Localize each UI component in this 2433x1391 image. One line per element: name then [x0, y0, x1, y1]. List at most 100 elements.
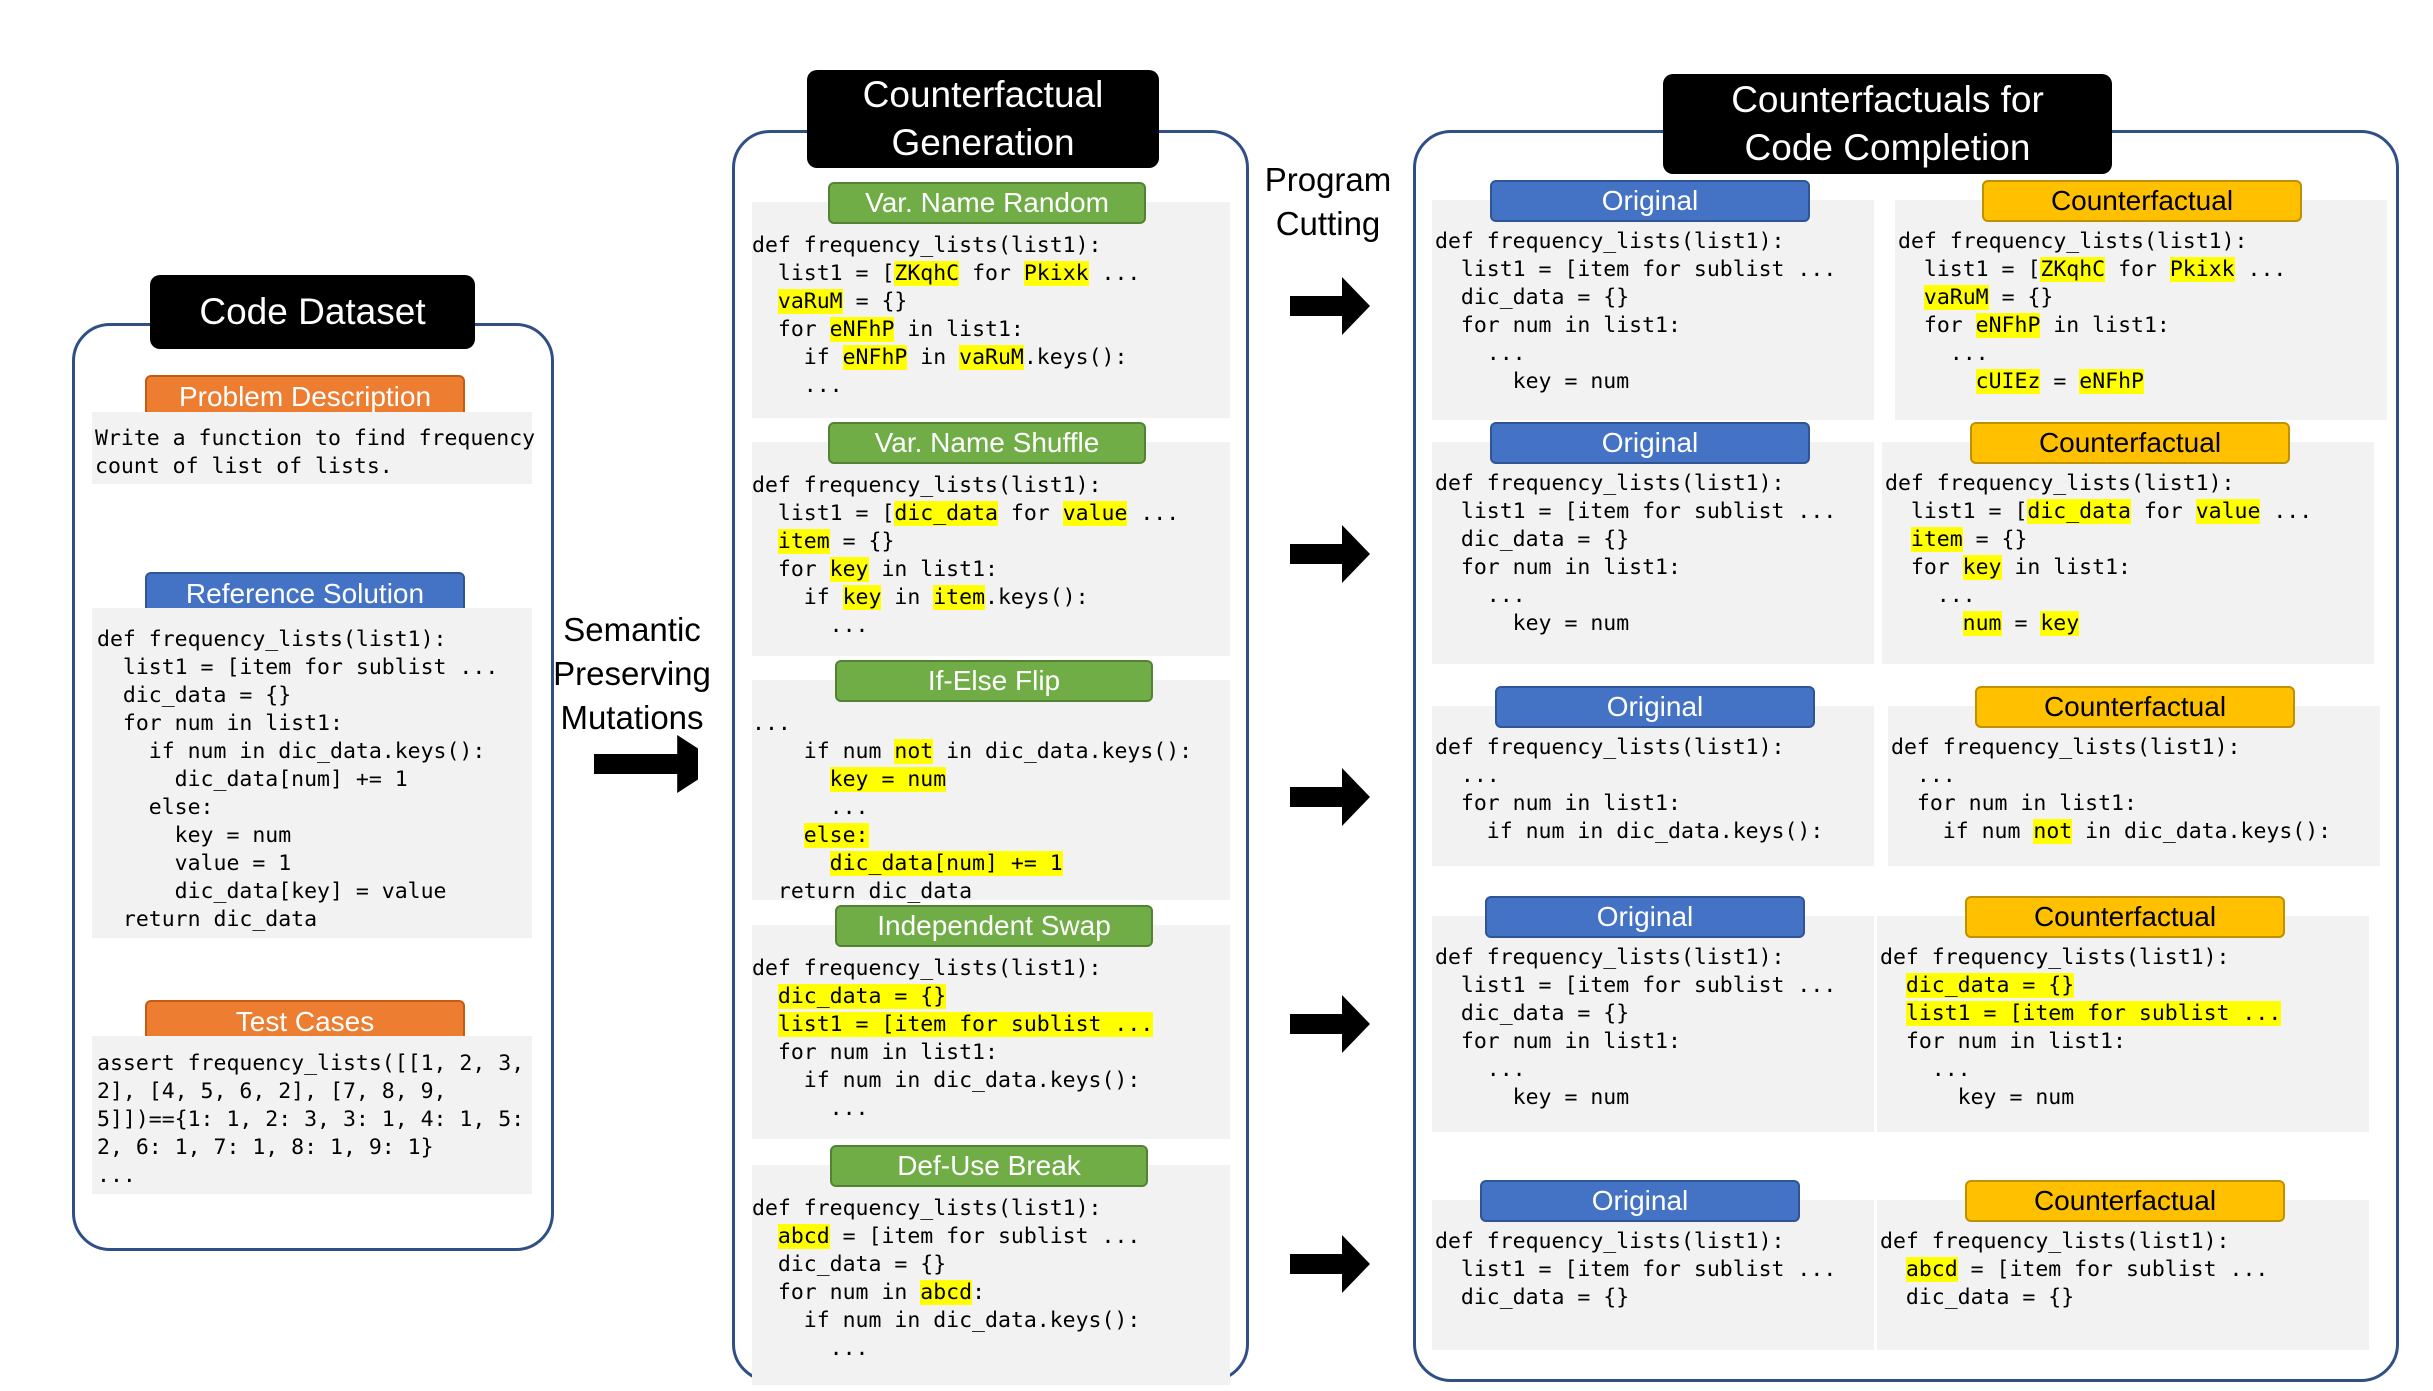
code-line: vaRuM = {}: [752, 288, 1140, 316]
highlighted-token: dic_data[num] += 1: [829, 851, 1063, 876]
mutation-label-5: Def-Use Break: [830, 1145, 1148, 1187]
mutation-code: def frequency_lists(list1): dic_data = {…: [752, 955, 1154, 1123]
counterfactual-label: Counterfactual: [1970, 422, 2290, 464]
highlighted-token: abcd: [1905, 1257, 1958, 1282]
code-token: key = num: [1435, 611, 1630, 636]
code-token: def frequency_lists(list1):: [1435, 1229, 1785, 1254]
original-code: def frequency_lists(list1): list1 = [ite…: [1435, 228, 1836, 396]
code-token: for: [752, 557, 830, 582]
code-token: for num in list1:: [1435, 1029, 1681, 1054]
highlighted-token: Pkixk: [2169, 257, 2235, 282]
counterfactual-code: def frequency_lists(list1): dic_data = {…: [1880, 944, 2282, 1112]
highlighted-token: list1 = [item for sublist ...: [777, 1012, 1154, 1037]
highlighted-token: eNFhP: [842, 345, 908, 370]
code-line: key = num: [752, 766, 1192, 794]
reference-solution-code: def frequency_lists(list1): list1 = [ite…: [97, 626, 498, 934]
code-line: key = num: [97, 823, 292, 848]
code-line: ...: [752, 710, 1192, 738]
mutation-code-box: [752, 442, 1230, 656]
code-line: for key in list1:: [752, 556, 1179, 584]
code-line: list1 = [dic_data for value ...: [752, 500, 1179, 528]
code-token: for num in list1:: [752, 1040, 998, 1065]
code-line: dic_data = {}: [752, 1251, 1140, 1279]
code-token: for num in list1:: [1435, 313, 1681, 338]
code-completion-title: Counterfactuals for Code Completion: [1663, 74, 2112, 174]
highlighted-token: vaRuM: [959, 345, 1024, 370]
code-line: dic_data = {}: [1880, 972, 2281, 1000]
code-token: ...: [1127, 501, 1180, 526]
code-token: = [item for sublist ...: [1957, 1257, 2269, 1282]
code-token: [752, 984, 778, 1009]
code-line: ...: [752, 1095, 1153, 1123]
code-token: list1 = [item for sublist ...: [1435, 973, 1837, 998]
code-token: [752, 289, 778, 314]
code-token: =: [2040, 369, 2080, 394]
code-line: if num in dic_data.keys():: [97, 739, 486, 764]
code-line: ...: [1435, 1056, 1836, 1084]
problem-description-box: [92, 412, 532, 484]
code-token: def frequency_lists(list1):: [752, 233, 1102, 258]
code-line: dic_data[key] = value: [97, 879, 447, 904]
code-token: if num in dic_data.keys():: [752, 1068, 1141, 1093]
counterfactual-code: def frequency_lists(list1): list1 = [ZKq…: [1898, 228, 2286, 396]
code-line: item = {}: [752, 528, 1179, 556]
code-line: def frequency_lists(list1):: [1880, 944, 2281, 972]
code-token: in list1:: [868, 557, 998, 582]
code-token: dic_data = {}: [1435, 1001, 1630, 1026]
code-line: list1 = [item for sublist ...: [1435, 972, 1836, 1000]
code-token: if num: [1891, 819, 2034, 844]
code-token: in: [907, 345, 960, 370]
code-token: in dic_data.keys():: [2072, 819, 2332, 844]
highlighted-token: item: [1910, 527, 1963, 552]
code-token: [1880, 1001, 1906, 1026]
counterfactual-code: def frequency_lists(list1): ... for num …: [1891, 734, 2331, 846]
counterfactual-code: def frequency_lists(list1): list1 = [dic…: [1885, 470, 2312, 638]
code-token: [1880, 1257, 1906, 1282]
code-line: key = num: [1435, 1084, 1836, 1112]
test-cases-code: assert frequency_lists([[1, 2, 3, 2], [4…: [97, 1051, 525, 1188]
code-token: .keys():: [985, 585, 1089, 610]
highlighted-token: list1 = [item for sublist ...: [1905, 1001, 2282, 1026]
code-line: for num in abcd:: [752, 1279, 1140, 1307]
code-token: [1898, 369, 1976, 394]
code-line: def frequency_lists(list1):: [1435, 1228, 1836, 1256]
code-token: key = num: [1435, 1085, 1630, 1110]
code-token: ...: [752, 373, 843, 398]
code-line: item = {}: [1885, 526, 2312, 554]
counterfactual-label: Counterfactual: [1965, 896, 2285, 938]
code-line: list1 = [item for sublist ...: [1435, 256, 1836, 284]
original-code-box: [1432, 442, 1874, 664]
code-line: list1 = [item for sublist ...: [1435, 498, 1836, 526]
code-line: for num in list1:: [1435, 1028, 1836, 1056]
code-line: dic_data = {}: [1435, 284, 1836, 312]
highlighted-token: abcd: [777, 1224, 830, 1249]
code-token: [752, 1224, 778, 1249]
code-token: = {}: [1988, 285, 2054, 310]
code-token: = {}: [842, 289, 908, 314]
code-line: if num in dic_data.keys():: [752, 1307, 1141, 1335]
code-line: vaRuM = {}: [1898, 284, 2286, 312]
code-line: def frequency_lists(list1):: [1435, 470, 1836, 498]
code-token: ...: [1088, 261, 1141, 286]
code-token: list1 = [: [1898, 257, 2041, 282]
code-token: [752, 851, 830, 876]
code-line: def frequency_lists(list1):: [1435, 228, 1836, 256]
highlighted-token: eNFhP: [2079, 369, 2144, 394]
code-line: num = key: [1885, 610, 2312, 638]
original-label: Original: [1490, 180, 1810, 222]
code-line: ...: [1435, 582, 1836, 610]
code-token: for num in list1:: [1435, 555, 1681, 580]
code-line: for num in list1:: [1891, 790, 2331, 818]
code-token: return dic_data: [752, 879, 973, 904]
original-label: Original: [1480, 1180, 1800, 1222]
highlighted-token: item: [933, 585, 986, 610]
code-token: list1 = [: [1885, 499, 2028, 524]
code-token: key = num: [1435, 369, 1630, 394]
code-line: list1 = [ZKqhC for Pkixk ...: [1898, 256, 2286, 284]
problem-description-text: Write a function to find frequency count…: [95, 426, 536, 479]
highlighted-token: Pkixk: [1023, 261, 1089, 286]
code-line: def frequency_lists(list1):: [1880, 1228, 2268, 1256]
code-line: def frequency_lists(list1):: [1885, 470, 2312, 498]
original-code: def frequency_lists(list1): list1 = [ite…: [1435, 1228, 1836, 1312]
code-line: ...: [752, 372, 1140, 400]
